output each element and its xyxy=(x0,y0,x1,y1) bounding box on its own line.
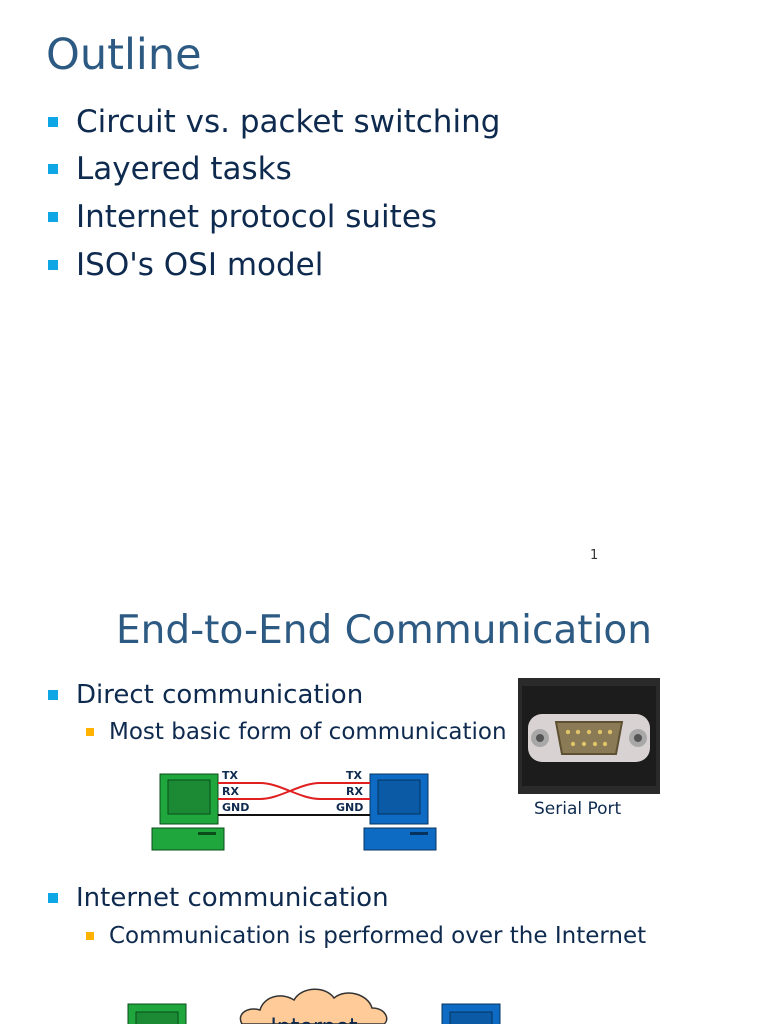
bullet-text: Internet protocol suites xyxy=(76,199,438,235)
computer-icon-left xyxy=(127,1003,187,1024)
bullet-square-icon xyxy=(48,690,58,700)
bullet-square-icon xyxy=(48,893,58,903)
bullet-text: Most basic form of communication xyxy=(109,719,507,745)
bullet-text: Circuit vs. packet switching xyxy=(76,104,501,140)
bullet-square-icon xyxy=(48,117,58,127)
wire-label-gnd-right: GND xyxy=(336,801,363,814)
slide1-bullet-3: Internet protocol suites xyxy=(48,198,437,236)
wire-label-rx-left: RX xyxy=(222,785,239,798)
cloud-label: Internet xyxy=(270,1015,358,1024)
internet-communication-sub: Communication is performed over the Inte… xyxy=(86,921,646,951)
slide-page-number: 1 xyxy=(590,548,599,563)
bullet-text: Communication is performed over the Inte… xyxy=(109,923,647,949)
bullet-text: ISO's OSI model xyxy=(76,247,324,283)
slide1-bullet-1: Circuit vs. packet switching xyxy=(48,103,500,141)
bullet-square-icon xyxy=(48,260,58,270)
wire-label-rx-right: RX xyxy=(346,785,363,798)
bullet-square-icon xyxy=(48,212,58,222)
direct-communication-heading: Direct communication xyxy=(48,678,363,712)
slide2-title: End-to-End Communication xyxy=(115,608,653,653)
computer-icon-left xyxy=(151,773,225,851)
serial-port-caption: Serial Port xyxy=(534,799,622,819)
sub-bullet-square-icon xyxy=(86,932,94,940)
bullet-square-icon xyxy=(48,164,58,174)
bullet-text: Direct communication xyxy=(76,680,364,710)
direct-communication-diagram: TX RX GND TX RX GND xyxy=(151,769,437,851)
wire-label-tx-left: TX xyxy=(222,769,239,782)
computer-icon-right xyxy=(441,1003,501,1024)
wire-label-tx-right: TX xyxy=(346,769,363,782)
bullet-text: Internet communication xyxy=(76,883,389,913)
direct-communication-sub: Most basic form of communication xyxy=(86,717,507,747)
slide1-bullet-4: ISO's OSI model xyxy=(48,246,323,284)
wire-label-gnd-left: GND xyxy=(222,801,249,814)
sub-bullet-square-icon xyxy=(86,728,94,736)
serial-port-photo xyxy=(518,678,660,794)
slide1-bullet-2: Layered tasks xyxy=(48,150,292,188)
internet-communication-diagram: Internet xyxy=(127,988,501,1024)
internet-cloud-icon: Internet xyxy=(239,988,388,1024)
bullet-text: Layered tasks xyxy=(76,151,292,187)
slide1-title: Outline xyxy=(46,30,202,80)
computer-icon-right xyxy=(363,773,437,851)
internet-communication-heading: Internet communication xyxy=(48,881,389,915)
